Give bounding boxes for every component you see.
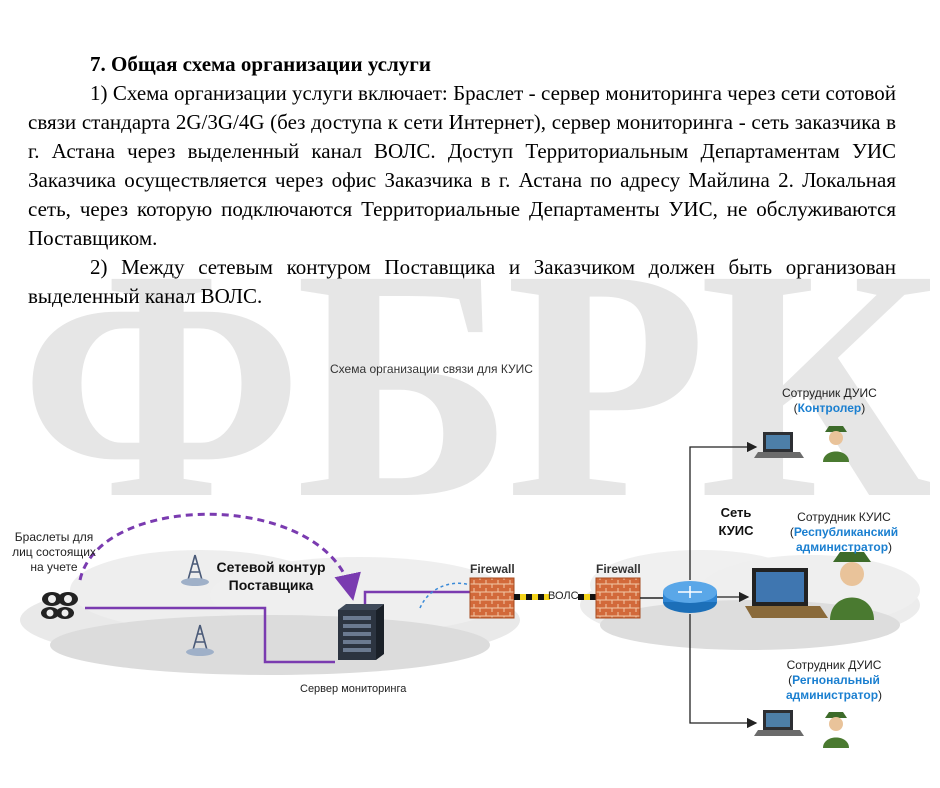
employee-bottom-label: Сотрудник ДУИС (Регнональный администрат… [785,658,883,702]
watermark: ФБРК [20,220,930,520]
employee-top-label: Сотрудник ДУИС (Контролер) [782,386,877,415]
server-icon [338,604,384,660]
firewall-left-label: Firewall [470,562,515,576]
router-icon [663,581,717,613]
section-heading: 7. Общая схема организации услуги [90,52,431,76]
network-diagram: Схема организации связи для КУИС Браслет… [0,340,940,788]
paragraph-2: 2) Между сетевым контуром Поставщика и З… [28,255,896,308]
cell-tower-icon [186,624,214,656]
diagram-title: Схема организации связи для КУИС [330,362,533,376]
document-body: 7. Общая схема организации услуги 1) Схе… [28,50,896,311]
bracelets-icon [41,592,78,619]
supplier-contour-label: Сетевой контур Поставщика [216,559,326,593]
firewall-right-icon [595,577,641,619]
kuis-network-label: Сеть КУИС [718,505,754,538]
server-label: Сервер мониторинга [300,683,407,695]
vols-label: ВОЛС [548,590,579,602]
employee-mid-title: Сотрудник КУИС [797,510,891,524]
kuis-links [689,441,758,729]
paragraph-1: 1) Схема организации услуги включает: Бр… [28,81,896,250]
firewall-left-icon [469,577,515,619]
officer-icon [823,712,849,748]
cell-tower-icon [181,554,209,586]
laptop-icon [745,568,828,618]
bracelets-label: Браслеты для лиц состоящих на учете [12,530,96,574]
employee-bottom-role: Регнональный администратор [785,673,880,702]
officer-icon [823,426,849,462]
officer-icon [830,552,874,620]
employee-top-title: Сотрудник ДУИС [782,386,877,400]
firewall-right-label: Firewall [596,562,641,576]
employee-mid-role: Республиканский администратор [793,525,899,554]
cellular-link-arc [78,512,361,601]
laptop-icon [754,710,804,736]
employee-top-role: Контролер [797,401,862,415]
employee-mid-label: Сотрудник КУИС (Республиканский админист… [786,510,902,555]
laptop-icon [754,432,804,458]
watermark-text: ФБРК [20,220,930,520]
employee-bottom-title: Сотрудник ДУИС [786,658,882,672]
